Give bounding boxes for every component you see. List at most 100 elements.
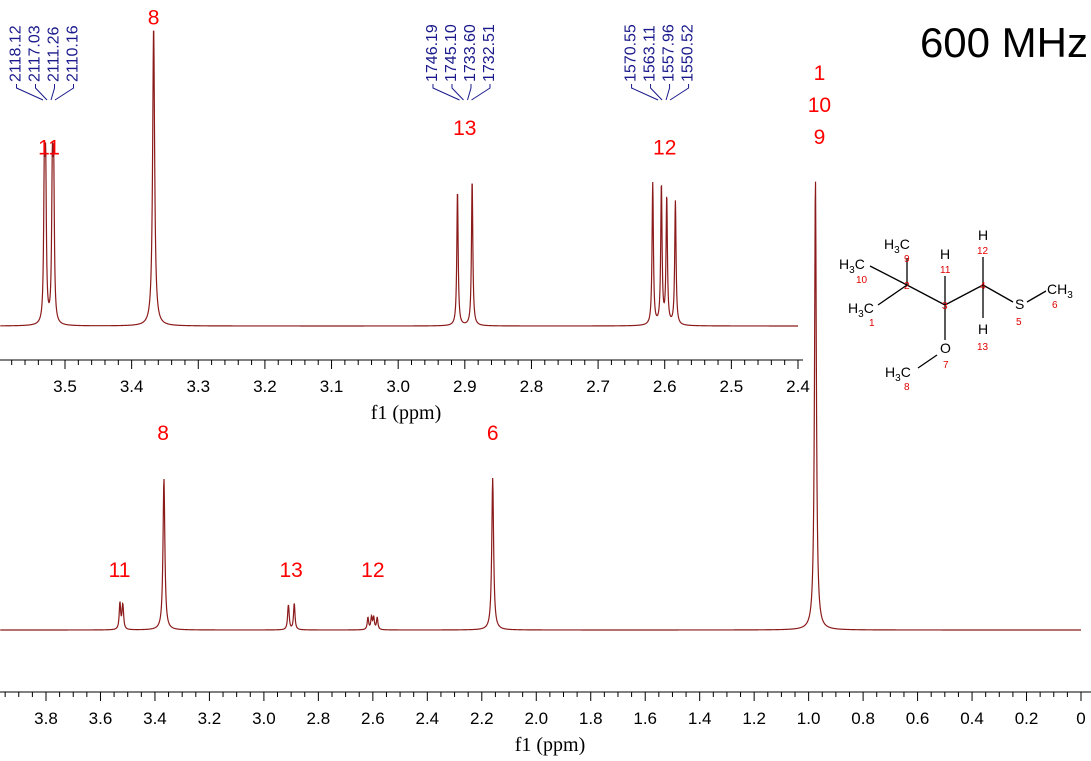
- peak-assignment-label: 12: [653, 137, 676, 160]
- atom-label: H3C: [885, 364, 911, 384]
- frequency-label: 1550.52: [680, 24, 697, 82]
- x-tick-label: 2.4: [786, 377, 810, 396]
- x-tick-label: 3.2: [198, 709, 222, 728]
- x-tick-label: 3.2: [253, 377, 277, 396]
- frequency-label: 1732.51: [481, 24, 498, 82]
- methyl-peak-labels: 1 10 9: [808, 62, 831, 149]
- atom-label: H: [978, 227, 988, 243]
- peak-assignment-label: 11: [109, 559, 131, 582]
- x-tick-label: 3.1: [320, 377, 344, 396]
- atom-label: CH3: [1047, 281, 1073, 301]
- x-tick-label: 3.8: [34, 709, 58, 728]
- x-tick-label: 3.0: [386, 377, 410, 396]
- frequency-connector: [669, 84, 690, 101]
- atom-label: H: [978, 321, 988, 337]
- peak-assignment-label: 13: [453, 117, 476, 140]
- x-tick-label: 3.0: [252, 709, 276, 728]
- x-tick-label: 3.5: [53, 377, 77, 396]
- frequency-label: 2111.26: [46, 26, 63, 82]
- x-tick-label: 2.0: [524, 709, 548, 728]
- atom-number: 9: [904, 254, 910, 265]
- frequency-label: 1563.11: [642, 25, 659, 82]
- carbon-number: 2: [904, 281, 910, 292]
- atom-label: S: [1015, 296, 1024, 312]
- x-tick-label: 0: [1076, 709, 1085, 728]
- x-tick-label: 3.6: [89, 709, 113, 728]
- bond-c4-s5: [982, 284, 1014, 303]
- molecule-structure: H3C 10 H3C 9 H3C 1 2 H 11 3 H 12 4 H 13 …: [839, 227, 1073, 393]
- peak-assignment-label: 12: [361, 559, 384, 582]
- peak-assignment-label: 13: [279, 559, 302, 582]
- x-tick-label: 2.4: [415, 709, 439, 728]
- x-tick-label: 2.2: [470, 709, 494, 728]
- bond-s5-c6: [1026, 290, 1047, 303]
- inset-peak-annotations: 11 8 13 12: [38, 7, 676, 160]
- x-tick-label: 2.6: [653, 377, 677, 396]
- atom-label: O: [940, 340, 951, 356]
- atom-number: 12: [977, 246, 989, 257]
- bond-c3-c4: [944, 284, 984, 306]
- peak-assignment-label: 8: [148, 7, 160, 30]
- x-tick-label: 0.8: [851, 709, 875, 728]
- atom-number: 13: [977, 342, 989, 353]
- atom-number: 8: [904, 382, 910, 393]
- atom-number: 1: [869, 318, 875, 329]
- atom-number: 7: [943, 360, 949, 371]
- x-tick-label: 1.2: [742, 709, 766, 728]
- x-tick-label: 3.4: [120, 377, 144, 396]
- carbon-number: 4: [980, 281, 986, 292]
- inset-x-axis-label: f1 (ppm): [371, 402, 442, 424]
- x-tick-label: 2.8: [307, 709, 331, 728]
- frequency-connector: [665, 84, 671, 101]
- frequency-connector: [35, 84, 48, 101]
- x-tick-label: 2.6: [361, 709, 385, 728]
- x-tick-label: 0.4: [960, 709, 984, 728]
- frequency-label: 2117.03: [27, 25, 44, 82]
- x-tick-label: 0.6: [906, 709, 930, 728]
- x-tick-label: 1.8: [579, 709, 603, 728]
- atom-label: H3C: [839, 256, 865, 276]
- frequency-label: 1570.55: [623, 24, 640, 82]
- frequency-connector: [432, 84, 460, 101]
- frequency-label: 2110.16: [65, 25, 82, 82]
- frequency-label: 1557.96: [661, 24, 678, 82]
- frequency-connector: [54, 84, 75, 101]
- frequency-connector: [16, 84, 44, 101]
- x-tick-label: 3.3: [186, 377, 210, 396]
- frequency-label: 1733.60: [462, 24, 479, 82]
- frequency-label: 1745.10: [443, 24, 460, 82]
- x-tick-label: 2.8: [520, 377, 544, 396]
- frequency-label: 1746.19: [424, 24, 441, 82]
- atom-number: 10: [856, 275, 868, 286]
- frequency-connector: [50, 84, 56, 101]
- x-tick-label: 3.4: [143, 709, 167, 728]
- frequency-connector: [451, 84, 464, 101]
- inset-spectrum-trace: [0, 30, 798, 327]
- carbon-number: 3: [942, 301, 948, 312]
- main-spectrum-trace: [0, 181, 1081, 631]
- atom-label: H3C: [848, 300, 874, 320]
- x-tick-label: 2.7: [586, 377, 610, 396]
- peak-assignment-label: 11: [38, 137, 60, 160]
- frequency-connector: [631, 84, 659, 101]
- frequency-connector: [471, 84, 491, 101]
- methyl-peak-label: 1: [814, 62, 826, 85]
- x-tick-label: 1.6: [633, 709, 657, 728]
- methyl-peak-label: 10: [808, 94, 831, 117]
- peak-assignment-label: 8: [157, 422, 169, 445]
- atom-label: H: [940, 246, 950, 262]
- frequency-label: 2118.12: [8, 25, 25, 82]
- x-tick-label: 2.5: [720, 377, 744, 396]
- bond-c10-c2: [869, 265, 908, 286]
- atom-label: H3C: [884, 236, 910, 256]
- frequency-connector: [650, 84, 663, 101]
- methyl-peak-label: 9: [814, 126, 826, 149]
- frequency-connector: [467, 84, 472, 101]
- field-strength-label: 600 MHz: [920, 19, 1088, 66]
